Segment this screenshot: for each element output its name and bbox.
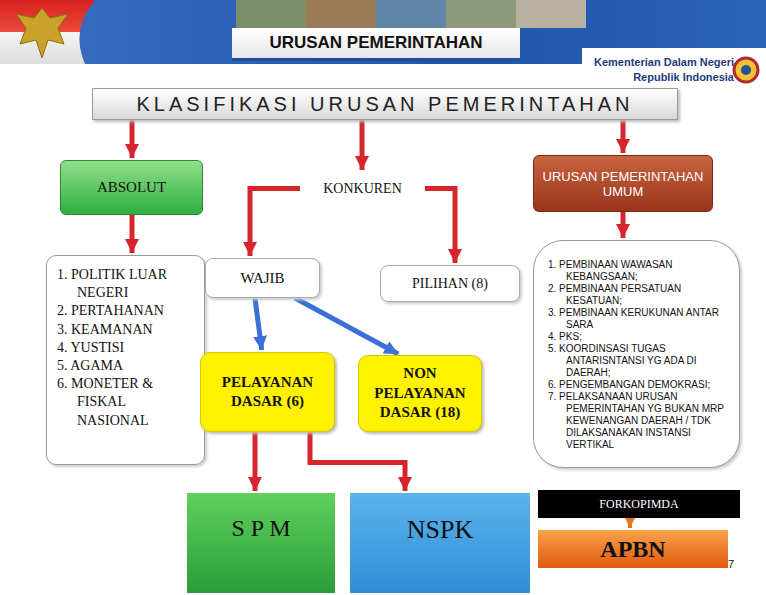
box-label: KONKUREN — [300, 181, 425, 197]
flow-arrow — [310, 432, 405, 491]
box-label: ABSOLUT — [61, 179, 202, 196]
flow-arrow — [130, 215, 135, 253]
list-item: 3. KEAMANAN — [57, 321, 196, 339]
list-item: 5. AGAMA — [57, 357, 196, 375]
type-box: WAJIB — [205, 258, 320, 298]
flow-arrow — [621, 212, 626, 238]
classification-band: KLASIFIKASI URUSAN PEMERINTAHAN — [92, 88, 678, 120]
box-label: FORKOPIMDA — [538, 497, 740, 512]
header-photo — [376, 0, 446, 28]
header-photo — [306, 0, 376, 28]
box-label: S P M — [187, 515, 335, 542]
list-item: 7. PELAKSANAAN URUSAN PEMERINTAHAN YG BU… — [548, 391, 725, 451]
category-box: ABSOLUT — [60, 160, 203, 215]
list-item: 4. PKS; — [548, 331, 725, 343]
ministry-name: Republik Indonesia — [586, 71, 734, 83]
flow-arrow — [255, 298, 262, 350]
box-label: NSPK — [350, 515, 530, 545]
category-box: KONKUREN — [300, 172, 425, 205]
list-item: 2. PERTAHANAN — [57, 302, 196, 320]
list-item: 6. PENGEMBANGAN DEMOKRASI; — [548, 379, 725, 391]
box-label: KLASIFIKASI URUSAN PEMERINTAHAN — [93, 93, 677, 116]
flow-arrow — [360, 120, 365, 170]
flow-arrow — [253, 432, 258, 491]
flow-arrow — [295, 298, 398, 354]
box-label: APBN — [538, 536, 728, 563]
garuda-emblem — [16, 8, 68, 58]
list-item: 6. MONETER & FISKAL NASIONAL — [57, 375, 196, 430]
flow-arrow — [250, 189, 300, 257]
output-box: NSPK — [350, 493, 530, 593]
header-photo — [516, 0, 586, 28]
list-item: 4. YUSTISI — [57, 339, 196, 357]
list-item: 5. KOORDINSASI TUGAS ANTARISNTANSI YG AD… — [548, 343, 725, 379]
header-photo — [236, 0, 306, 28]
service-box: NON PELAYANAN DASAR (18) — [358, 355, 482, 432]
list-item: 3. PEMBINAAN KERUKUNAN ANTAR SARA — [548, 307, 725, 331]
page-title: URUSAN PEMERINTAHAN — [232, 28, 520, 61]
box-label: PILIHAN (8) — [381, 276, 519, 292]
ministry-emblem — [741, 65, 751, 75]
flag-shape — [0, 0, 95, 64]
ministry-emblem — [734, 58, 758, 82]
service-box: PELAYANAN DASAR (6) — [200, 352, 335, 432]
flow-arrow — [130, 120, 135, 158]
box-label: URUSAN PEMERINTAHAN UMUM — [542, 169, 704, 199]
header-photo — [446, 0, 516, 28]
flow-arrow — [628, 518, 632, 528]
ministry-name: Kementerian Dalam Negeri — [586, 56, 734, 68]
type-box: PILIHAN (8) — [380, 265, 520, 302]
output-box: S P M — [187, 493, 335, 593]
list-box: 1. POLITIK LUAR NEGERI2. PERTAHANAN3. KE… — [46, 255, 205, 465]
forum-bar: FORKOPIMDA — [538, 490, 740, 518]
budget-box: APBN — [538, 530, 728, 568]
list-item: 1. PEMBINAAN WAWASAN KEBANGSAAN; — [548, 259, 725, 283]
page-number: 7 — [728, 558, 748, 570]
logo-ground — [582, 48, 766, 92]
box-label: PELAYANAN DASAR (6) — [205, 373, 330, 412]
list-item: 2. PEMBINAAN PERSATUAN KESATUAN; — [548, 283, 725, 307]
flow-arrow — [621, 120, 626, 153]
list-item: 1. POLITIK LUAR NEGERI — [57, 266, 196, 302]
flow-arrow — [425, 189, 455, 264]
list-box: 1. PEMBINAAN WAWASAN KEBANGSAAN;2. PEMBI… — [533, 240, 740, 468]
box-label: NON PELAYANAN DASAR (18) — [363, 364, 477, 423]
box-label: WAJIB — [206, 270, 319, 287]
category-box: URUSAN PEMERINTAHAN UMUM — [533, 155, 713, 212]
